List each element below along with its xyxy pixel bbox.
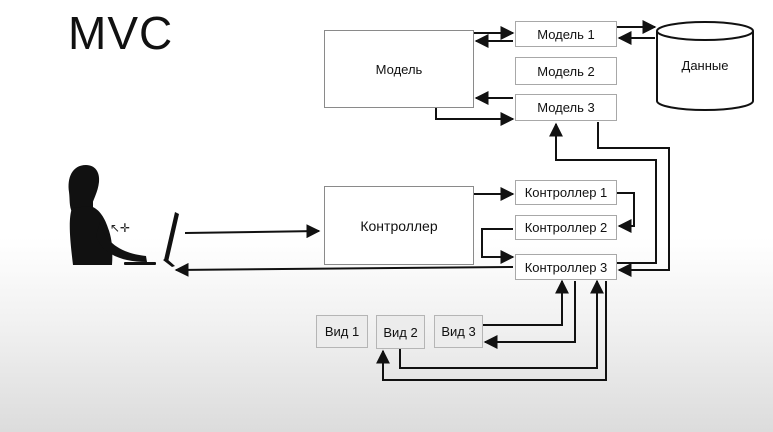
view-1-box: Вид 1 <box>316 315 368 348</box>
person-at-computer-icon <box>68 165 179 267</box>
controller-2-box: Контроллер 2 <box>515 215 617 240</box>
model-2-box: Модель 2 <box>515 57 617 85</box>
controller-box: Контроллер <box>324 186 474 265</box>
controller-label: Контроллер <box>360 217 438 234</box>
page-title: MVC <box>68 7 174 59</box>
model-3-label: Модель 3 <box>537 100 595 115</box>
controller-2-label: Контроллер 2 <box>524 220 608 235</box>
view-3-label: Вид 3 <box>441 324 476 339</box>
arrow-controller3-to-view2 <box>376 281 607 381</box>
arrow-controller3-to-model3 <box>549 122 657 264</box>
arrow-view3-to-controller3 <box>483 279 569 326</box>
database-cylinder-icon <box>656 21 754 111</box>
arrow-view2-to-controller3 <box>399 279 604 369</box>
view-3-box: Вид 3 <box>434 315 483 348</box>
model-2-label: Модель 2 <box>537 63 595 79</box>
arrow-model-to-model3 <box>435 108 515 126</box>
model-box: Модель <box>324 30 474 108</box>
arrow-controller3-to-user <box>174 262 514 277</box>
controller-3-label: Контроллер 3 <box>524 259 608 275</box>
model-label: Модель <box>375 61 423 77</box>
model-1-label: Модель 1 <box>537 26 595 42</box>
model-1-box: Модель 1 <box>515 21 617 47</box>
model-3-box: Модель 3 <box>515 94 617 121</box>
view-2-box: Вид 2 <box>376 315 425 349</box>
cursor-icon: ↖✛ <box>110 221 131 235</box>
arrow-controller2-to-controller3 <box>481 228 515 264</box>
data-store-label: Данные <box>681 58 729 73</box>
view-2-label: Вид 2 <box>383 324 418 340</box>
arrow-controller3-to-view3 <box>483 281 576 349</box>
arrow-model3-to-controller3 <box>597 122 670 277</box>
controller-3-box: Контроллер 3 <box>515 254 617 280</box>
controller-1-box: Контроллер 1 <box>515 180 617 205</box>
controller-1-label: Контроллер 1 <box>524 185 608 200</box>
arrow-user-to-controller <box>184 224 321 239</box>
view-1-label: Вид 1 <box>324 324 360 339</box>
arrow-controller1-to-controller2 <box>617 192 635 233</box>
